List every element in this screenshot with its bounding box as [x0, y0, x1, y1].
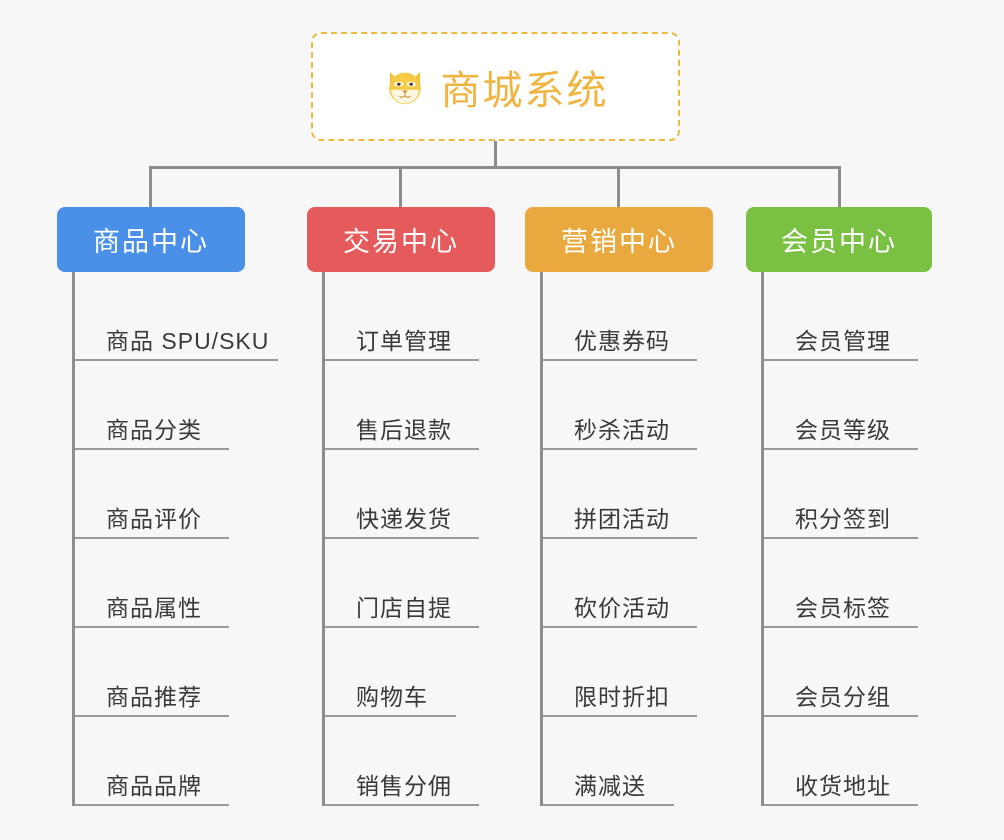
leaf-item-label: 优惠券码 — [574, 327, 670, 354]
leaf-item-label: 售后退款 — [356, 416, 452, 443]
leaf-list: 优惠券码秒杀活动拼团活动砍价活动限时折扣满减送 — [540, 272, 713, 806]
leaf-item-label: 会员等级 — [795, 416, 891, 443]
leaf-item[interactable]: 快递发货 — [325, 450, 495, 539]
leaf-item-rule — [543, 715, 697, 717]
leaf-item[interactable]: 商品推荐 — [75, 628, 245, 717]
category-column: 交易中心订单管理售后退款快递发货门店自提购物车销售分佣 — [307, 207, 495, 806]
leaf-item-label: 门店自提 — [356, 594, 452, 621]
leaf-item[interactable]: 优惠券码 — [543, 272, 713, 361]
leaf-item-label: 购物车 — [356, 683, 428, 710]
leaf-item-label: 商品分类 — [106, 416, 202, 443]
leaf-item[interactable]: 砍价活动 — [543, 539, 713, 628]
leaf-item[interactable]: 售后退款 — [325, 361, 495, 450]
root-title: 商城系统 — [440, 68, 609, 113]
leaf-item-rule — [75, 626, 229, 628]
leaf-item-rule — [325, 537, 479, 539]
leaf-list: 会员管理会员等级积分签到会员标签会员分组收货地址 — [761, 272, 932, 806]
leaf-item[interactable]: 商品评价 — [75, 450, 245, 539]
leaf-item[interactable]: 商品分类 — [75, 361, 245, 450]
leaf-item-rule — [543, 359, 697, 361]
leaf-item-rule — [764, 804, 918, 806]
connector-drop-3 — [617, 166, 620, 208]
leaf-item-label: 会员管理 — [795, 327, 891, 354]
leaf-item-rule — [764, 359, 918, 361]
leaf-item-rule — [325, 715, 456, 717]
leaf-item-rule — [543, 804, 674, 806]
leaf-item[interactable]: 拼团活动 — [543, 450, 713, 539]
leaf-item-label: 满减送 — [574, 772, 646, 799]
leaf-item-label: 会员标签 — [795, 594, 891, 621]
leaf-item-label: 销售分佣 — [356, 772, 452, 799]
leaf-item-label: 收货地址 — [795, 772, 891, 799]
leaf-item-rule — [543, 448, 697, 450]
connector-drop-1 — [149, 166, 152, 208]
leaf-item[interactable]: 销售分佣 — [325, 717, 495, 806]
connector-root-stem — [494, 141, 497, 168]
leaf-list: 订单管理售后退款快递发货门店自提购物车销售分佣 — [322, 272, 495, 806]
leaf-item-label: 会员分组 — [795, 683, 891, 710]
leaf-item[interactable]: 秒杀活动 — [543, 361, 713, 450]
leaf-item-label: 拼团活动 — [574, 505, 670, 532]
leaf-item[interactable]: 商品 SPU/SKU — [75, 272, 268, 361]
leaf-item[interactable]: 会员标签 — [764, 539, 932, 628]
category-header-label: 商品中心 — [93, 227, 209, 257]
leaf-item-rule — [543, 626, 697, 628]
category-column: 会员中心会员管理会员等级积分签到会员标签会员分组收货地址 — [746, 207, 932, 806]
leaf-item-rule — [325, 448, 479, 450]
leaf-item-label: 快递发货 — [356, 505, 452, 532]
root-node[interactable]: 商城系统 — [311, 32, 680, 141]
leaf-item-label: 订单管理 — [356, 327, 452, 354]
leaf-item-rule — [764, 537, 918, 539]
leaf-item-rule — [75, 715, 229, 717]
leaf-item-rule — [75, 359, 278, 361]
category-header-1[interactable]: 商品中心 — [57, 207, 245, 272]
leaf-item-label: 限时折扣 — [574, 683, 670, 710]
leaf-item-label: 商品属性 — [106, 594, 202, 621]
leaf-item[interactable]: 购物车 — [325, 628, 495, 717]
leaf-item[interactable]: 会员等级 — [764, 361, 932, 450]
category-header-4[interactable]: 会员中心 — [746, 207, 932, 272]
dog-face-icon — [383, 65, 427, 109]
leaf-item[interactable]: 商品品牌 — [75, 717, 245, 806]
leaf-list: 商品 SPU/SKU 商品分类商品评价商品属性商品推荐商品品牌 — [72, 272, 278, 806]
connector-drop-4 — [838, 166, 841, 208]
leaf-item-label: 商品推荐 — [106, 683, 202, 710]
leaf-item-rule — [543, 537, 697, 539]
leaf-item-rule — [764, 448, 918, 450]
leaf-item-label: 积分签到 — [795, 505, 891, 532]
leaf-item[interactable]: 收货地址 — [764, 717, 932, 806]
category-header-3[interactable]: 营销中心 — [525, 207, 713, 272]
leaf-item-rule — [325, 359, 479, 361]
leaf-item-label: 商品品牌 — [106, 772, 202, 799]
leaf-item-rule — [75, 804, 229, 806]
leaf-item[interactable]: 满减送 — [543, 717, 713, 806]
leaf-item[interactable]: 门店自提 — [325, 539, 495, 628]
leaf-item[interactable]: 积分签到 — [764, 450, 932, 539]
leaf-item[interactable]: 商品属性 — [75, 539, 245, 628]
leaf-item-label: 秒杀活动 — [574, 416, 670, 443]
connector-trunk-bar — [149, 166, 841, 169]
leaf-item-label: 商品 SPU/SKU — [106, 327, 270, 354]
leaf-item[interactable]: 限时折扣 — [543, 628, 713, 717]
leaf-item-rule — [325, 804, 479, 806]
category-column: 营销中心优惠券码秒杀活动拼团活动砍价活动限时折扣满减送 — [525, 207, 713, 806]
category-header-label: 营销中心 — [561, 227, 677, 257]
category-header-2[interactable]: 交易中心 — [307, 207, 495, 272]
category-header-label: 交易中心 — [343, 227, 459, 257]
connector-drop-2 — [399, 166, 402, 208]
leaf-item-label: 砍价活动 — [574, 594, 670, 621]
leaf-item[interactable]: 会员管理 — [764, 272, 932, 361]
category-column: 商品中心商品 SPU/SKU 商品分类商品评价商品属性商品推荐商品品牌 — [57, 207, 278, 806]
leaf-item-rule — [764, 626, 918, 628]
leaf-item-rule — [75, 448, 229, 450]
leaf-item-rule — [325, 626, 479, 628]
leaf-item-rule — [75, 537, 229, 539]
leaf-item[interactable]: 会员分组 — [764, 628, 932, 717]
category-header-label: 会员中心 — [781, 227, 897, 257]
leaf-item[interactable]: 订单管理 — [325, 272, 495, 361]
leaf-item-rule — [764, 715, 918, 717]
leaf-item-label: 商品评价 — [106, 505, 202, 532]
